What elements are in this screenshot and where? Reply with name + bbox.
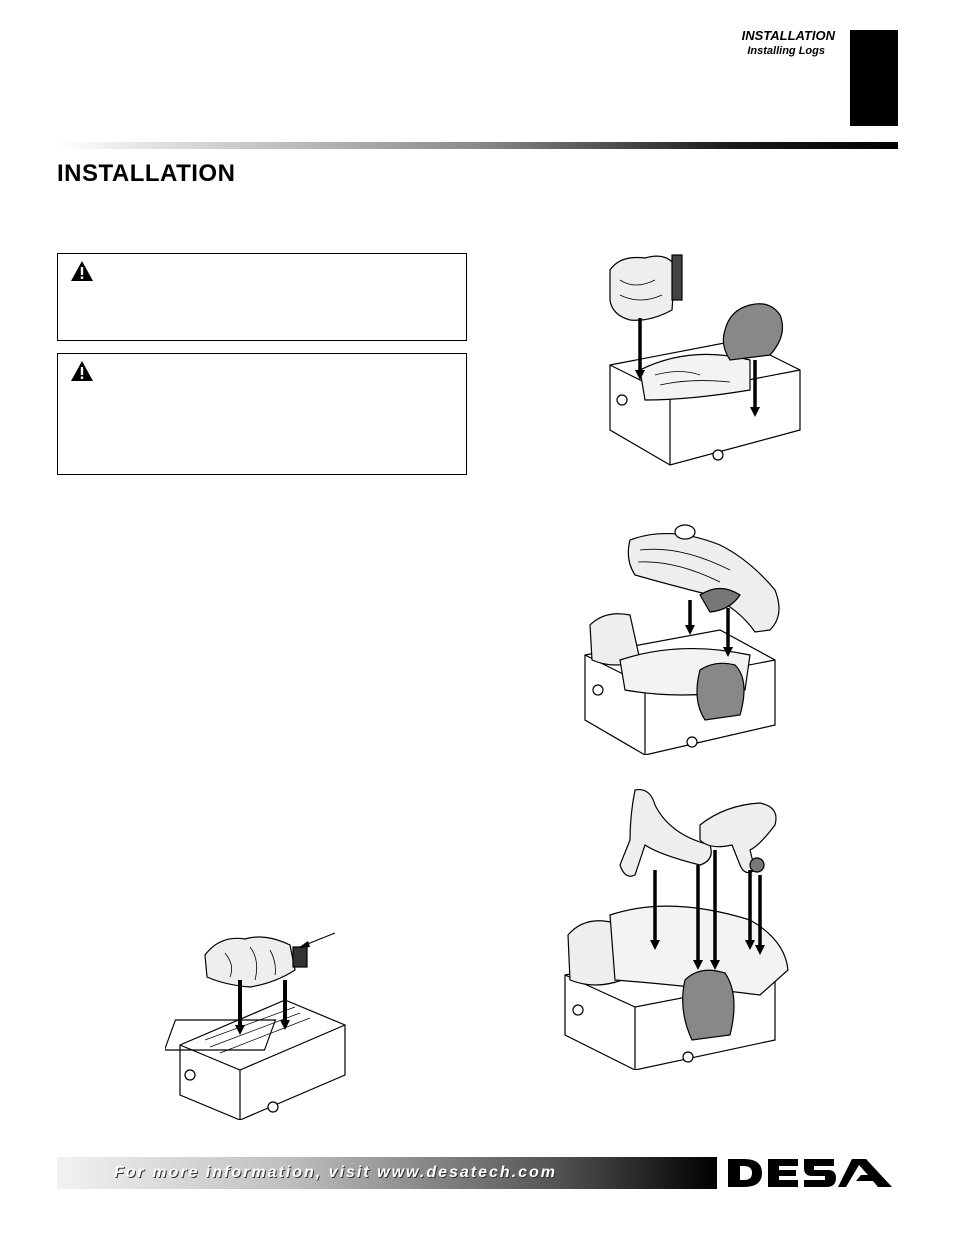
figure-rear-log xyxy=(165,932,346,1120)
warning-triangle-icon xyxy=(71,361,93,381)
desa-logo xyxy=(722,1155,898,1191)
header-rule xyxy=(57,142,898,149)
figure-side-logs xyxy=(609,254,801,466)
figure-twig-logs xyxy=(564,788,789,1070)
warning-box-2 xyxy=(57,353,467,475)
footer-website-text: For more information, visit www.desatech… xyxy=(114,1164,558,1181)
footer-bar xyxy=(57,1157,717,1189)
header-section: INSTALLATION xyxy=(741,28,835,43)
warning-triangle-icon xyxy=(71,261,93,281)
header-subsection: Installing Logs xyxy=(747,45,825,57)
section-tab xyxy=(850,30,898,126)
warning-box-1 xyxy=(57,253,467,341)
figure-top-log xyxy=(584,524,780,755)
page-title: INSTALLATION xyxy=(57,160,236,187)
